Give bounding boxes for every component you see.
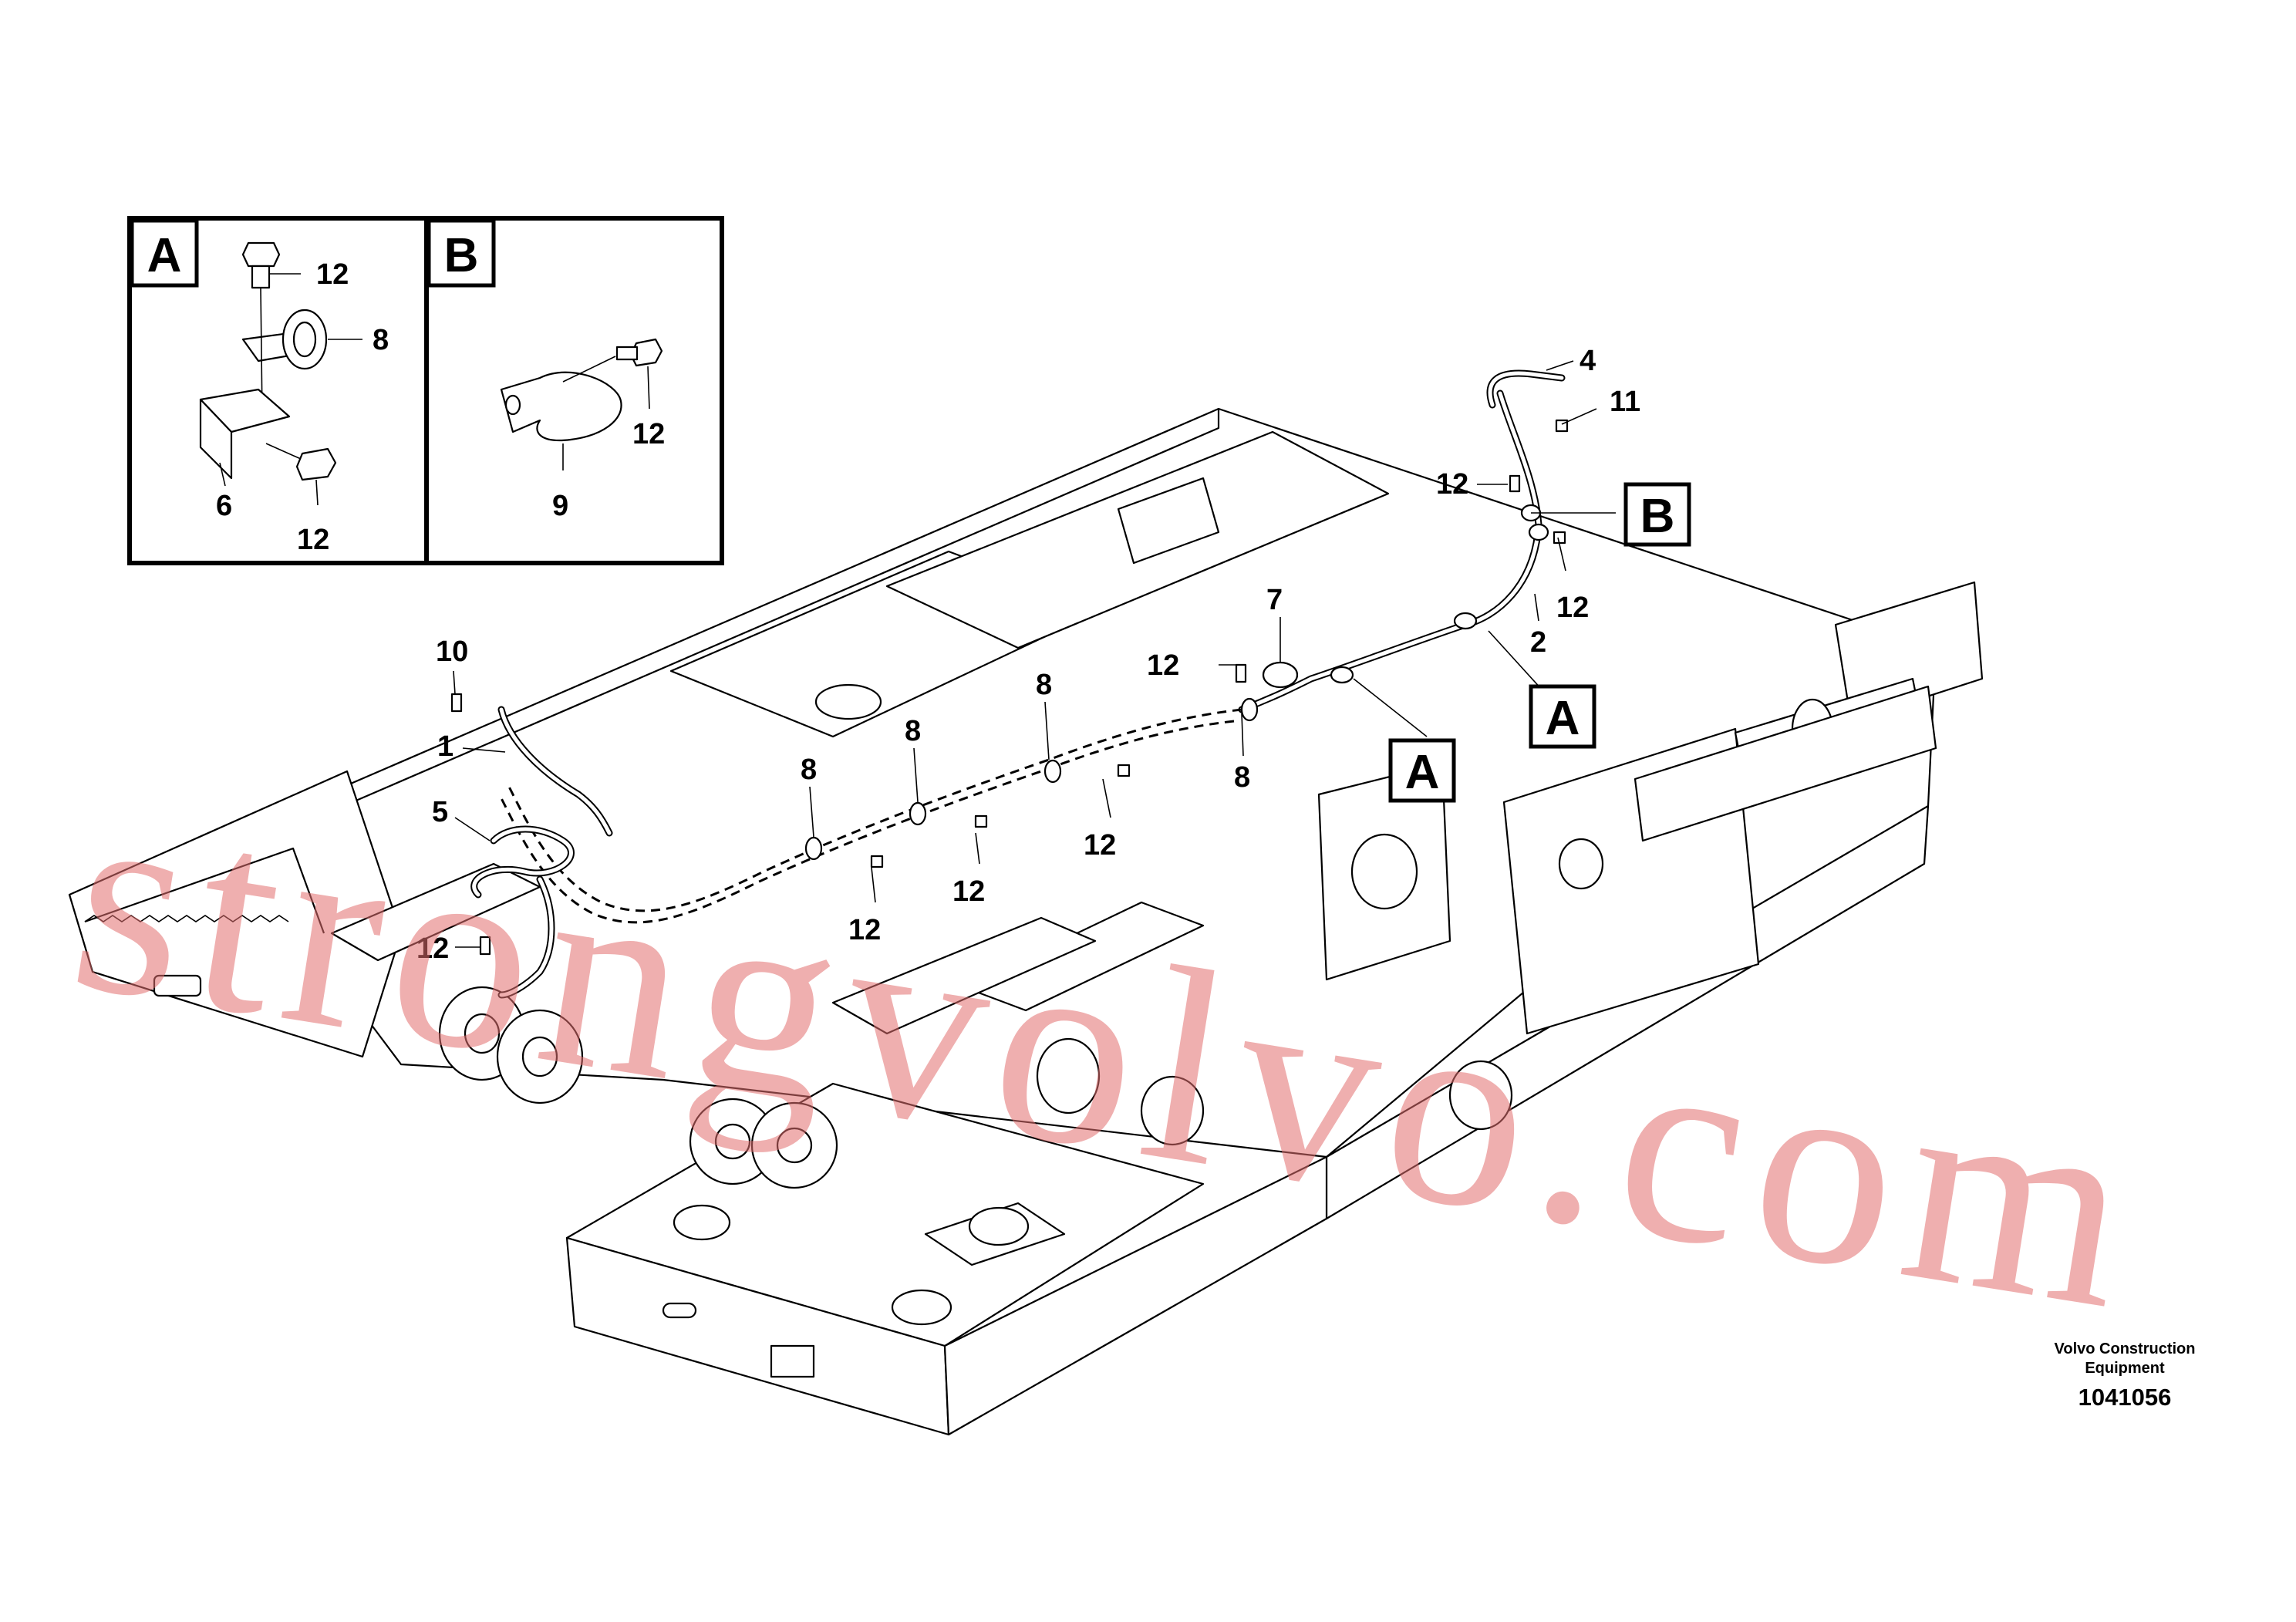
callout-4: 4 xyxy=(1580,345,1596,377)
detail-b-part-12: 12 xyxy=(632,418,665,450)
detail-a-part-8: 8 xyxy=(373,324,389,356)
detail-a-tag xyxy=(130,218,199,288)
detail-box-a: A 12 8 6 12 xyxy=(127,216,429,565)
callout-12-mid: 12 xyxy=(1147,649,1179,682)
callout-11: 11 xyxy=(1610,386,1640,418)
front-crossbeam-side xyxy=(943,1155,1328,1436)
callout-12-a: 12 xyxy=(1084,829,1116,862)
clamp-9-icon xyxy=(500,371,622,442)
document-number: 1041056 xyxy=(2079,1384,2172,1411)
callout-8-a: 8 xyxy=(1036,669,1052,701)
left-step-assembly xyxy=(68,770,403,1058)
svg-text:A: A xyxy=(1546,692,1580,745)
step-handle-slot xyxy=(153,974,202,997)
callout-1: 1 xyxy=(437,730,453,763)
leader-lines xyxy=(453,360,1616,948)
callout-8-right: 8 xyxy=(1234,761,1250,794)
clamp-7 xyxy=(1262,661,1299,689)
detail-b-letter: B xyxy=(444,229,479,282)
view-label-a-right: A xyxy=(1529,684,1596,749)
callout-7: 7 xyxy=(1266,584,1283,616)
callout-12-c: 12 xyxy=(848,914,881,946)
callout-5: 5 xyxy=(432,796,448,828)
bolt-icon-bottom xyxy=(295,447,337,481)
hose-routing xyxy=(450,369,1569,999)
svg-text:B: B xyxy=(1640,490,1675,543)
bolt-icon xyxy=(241,241,281,268)
callout-10: 10 xyxy=(436,636,468,668)
callout-12-b: 12 xyxy=(952,875,985,908)
svg-text:A: A xyxy=(1405,746,1440,799)
boom-mount-lugs xyxy=(438,986,838,1189)
crossbeam-slot xyxy=(662,1302,697,1319)
callout-12-top: 12 xyxy=(1436,468,1468,501)
callout-12-left: 12 xyxy=(416,932,449,965)
hidden-hose-run xyxy=(507,708,1242,912)
detail-a-part-12-top: 12 xyxy=(316,258,349,291)
callout-2: 2 xyxy=(1530,626,1546,659)
credit-line-2: Equipment xyxy=(2085,1360,2165,1377)
callout-8-b: 8 xyxy=(905,715,921,747)
detail-a-letter: A xyxy=(147,229,182,282)
detail-b-tag xyxy=(426,218,496,288)
step-tread xyxy=(84,847,325,934)
detail-b-part-9: 9 xyxy=(552,490,568,522)
bolts xyxy=(450,419,1569,956)
detail-a-part-6: 6 xyxy=(216,490,232,522)
detail-box-b: B 12 9 xyxy=(424,216,724,565)
internal-members xyxy=(330,430,1984,1326)
credit-line-1: Volvo Construction xyxy=(2055,1340,2196,1357)
step-serration xyxy=(84,915,289,922)
callout-12-right: 12 xyxy=(1556,592,1589,624)
view-label-b: B xyxy=(1623,482,1691,547)
hose-clamps xyxy=(804,504,1549,861)
view-label-a-left: A xyxy=(1388,738,1456,803)
crossbeam-plate xyxy=(770,1344,815,1378)
detail-a-part-12-bottom: 12 xyxy=(297,524,329,556)
callout-numbers: 4 11 12 12 2 7 12 8 8 12 8 12 8 12 10 1 … xyxy=(416,345,1640,965)
callout-8-c: 8 xyxy=(801,754,817,786)
